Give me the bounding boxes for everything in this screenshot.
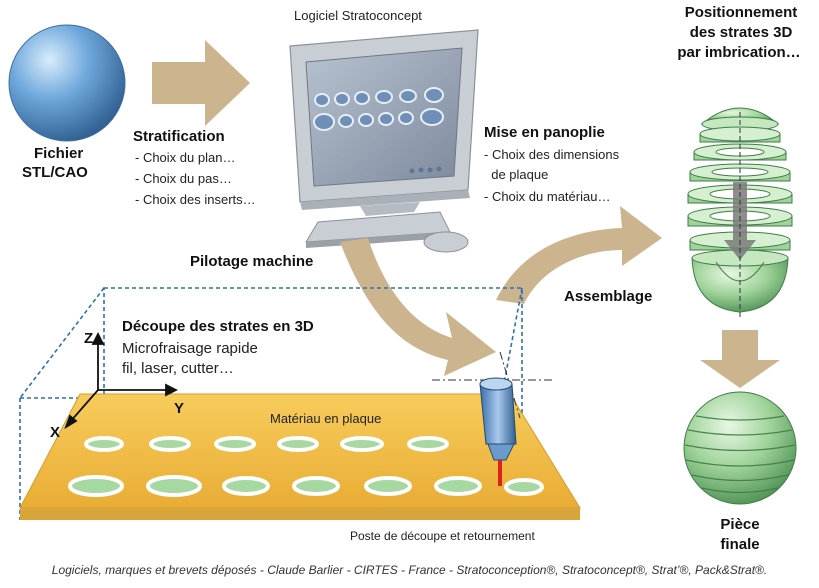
milling-spindle [432,351,552,486]
stratification-item: - Choix du plan… [135,150,236,165]
assemblage-label: Assemblage [564,288,653,305]
xyz-axes [64,331,179,430]
axis-z-label: Z [84,330,94,347]
cutting-tool [498,460,502,486]
file-label-line2: STL/CAO [22,164,88,181]
decoupe-line1: Microfraisage rapide [122,340,258,357]
arrow-to-final-piece [700,330,780,388]
stratification-item: - Choix des inserts… [135,192,256,207]
positioning-line1: Positionnement [684,4,798,21]
final-piece-line1: Pièce [720,516,760,533]
screen-icons [313,87,444,131]
station-label: Poste de découpe et retournement [350,529,535,543]
strata-pieces [68,436,544,497]
axis-x-label: X [50,424,61,441]
plate-edge [20,508,580,520]
positioning-line2: des strates 3D [689,24,793,41]
cad-file-sphere [8,24,126,142]
software-title: Logiciel Stratoconcept [294,8,422,23]
material-label: Matériau en plaque [270,411,382,426]
pilotage-label: Pilotage machine [190,253,314,270]
stratification-item: - Choix du pas… [135,171,232,186]
arrow-assemblage [496,206,662,304]
mouse [423,231,469,253]
panoplie-title: Mise en panoplie [484,124,605,141]
panoplie-item: - Choix des dimensions [484,147,620,162]
screen-dots [409,166,442,174]
decoupe-title: Découpe des strates en 3D [122,318,314,335]
arrow-pilotage-machine [340,238,496,376]
stratification-title: Stratification [133,128,225,145]
decoupe-line2: fil, laser, cutter… [122,360,234,377]
credits-footer: Logiciels, marques et brevets déposés - … [51,563,768,577]
positioning-line3: par imbrication… [677,44,801,61]
final-piece-line2: finale [720,536,760,553]
panoplie-item: - Choix du matériau… [484,189,611,204]
axis-y-label: Y [174,400,185,417]
final-piece-sphere [683,391,797,505]
arrow-file-to-software [152,40,250,126]
panoplie-item: de plaque [484,167,549,182]
computer-monitor [289,29,479,248]
file-label-line1: Fichier [34,145,84,162]
